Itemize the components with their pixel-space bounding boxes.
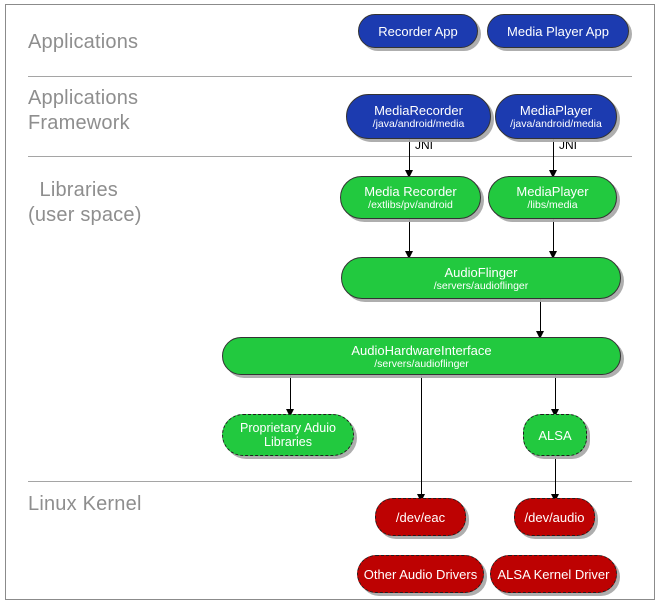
arrowhead-mediaplayer-lib (549, 170, 557, 178)
node-alsa-kernel-driver-title: ALSA Kernel Driver (497, 566, 610, 582)
node-mediaplayer-lib[interactable]: MediaPlayer /libs/media (488, 176, 617, 219)
connector-mediaplayer-to-mediaplayer-lib (553, 139, 554, 174)
connector-label-jni-2: JNI (559, 138, 577, 152)
node-other-audio-drivers-title: Other Audio Drivers (363, 566, 478, 582)
node-mediaplayer-framework[interactable]: MediaPlayer /java/android/media (495, 94, 617, 139)
node-media-recorder-lib[interactable]: Media Recorder /extlibs/pv/android (340, 176, 481, 219)
node-alsa[interactable]: ALSA (523, 414, 587, 456)
node-audiohardwareinterface-title: AudioHardwareInterface (351, 342, 492, 358)
node-mediaplayer-lib-title: MediaPlayer (516, 184, 589, 199)
node-audiohardwareinterface[interactable]: AudioHardwareInterface /servers/audiofli… (222, 337, 621, 375)
connector-label-jni-1: JNI (415, 138, 433, 152)
node-proprietary-audio-libraries-title-line2: Libraries (264, 435, 312, 449)
node-mediaplayer-lib-path: /libs/media (527, 199, 578, 211)
node-dev-eac[interactable]: /dev/eac (375, 498, 466, 536)
node-dev-audio-title: /dev/audio (524, 509, 585, 525)
node-audioflinger-title: AudioFlinger (444, 264, 518, 280)
arrowhead-proprietary-audio-libraries (286, 409, 294, 417)
node-dev-eac-title: /dev/eac (395, 509, 446, 525)
layer-label-libraries: Libraries (user space) (28, 179, 142, 226)
connector-alsa-to-dev-audio (555, 455, 556, 498)
node-media-player-app[interactable]: Media Player App (487, 14, 629, 48)
layer-label-applications-framework: Applications Framework (28, 87, 139, 134)
node-dev-audio[interactable]: /dev/audio (514, 498, 595, 536)
layer-label-linux-kernel: Linux Kernel (28, 493, 142, 515)
node-proprietary-audio-libraries[interactable]: Proprietary Aduio Libraries (222, 414, 354, 456)
node-mediaplayer-framework-path: /java/android/media (510, 118, 602, 130)
node-mediarecorder-framework-path: /java/android/media (372, 118, 465, 130)
connector-mediaplayer-lib-to-audioflinger (553, 219, 554, 257)
node-media-player-app-title: Media Player App (507, 23, 609, 39)
connector-audiohardwareinterface-to-proprietary (290, 375, 291, 414)
arrowhead-media-recorder-lib (405, 170, 413, 178)
layer-label-applications: Applications (28, 31, 139, 53)
divider-libraries (28, 481, 632, 482)
divider-applications-framework (28, 156, 632, 157)
node-audioflinger-path: /servers/audioflinger (433, 279, 529, 292)
node-proprietary-audio-libraries-title-line1: Proprietary Aduio (240, 421, 336, 435)
connector-mediarecorder-to-media-recorder-lib (409, 139, 410, 174)
node-recorder-app-title: Recorder App (378, 23, 458, 39)
node-other-audio-drivers[interactable]: Other Audio Drivers (357, 555, 484, 593)
connector-audioflinger-to-audiohardwareinterface (540, 299, 541, 337)
node-media-recorder-lib-title: Media Recorder (364, 184, 457, 199)
arrowhead-audiohardwareinterface (536, 331, 544, 339)
node-mediarecorder-framework-title: MediaRecorder (374, 103, 463, 118)
node-mediarecorder-framework[interactable]: MediaRecorder /java/android/media (346, 94, 491, 139)
arrowhead-alsa (551, 409, 559, 417)
node-audiohardwareinterface-path: /servers/audioflinger (374, 357, 469, 370)
node-recorder-app[interactable]: Recorder App (358, 14, 478, 48)
connector-audiohardwareinterface-to-dev-eac (421, 375, 422, 498)
node-audioflinger[interactable]: AudioFlinger /servers/audioflinger (341, 257, 621, 299)
arrowhead-audioflinger-left (405, 251, 413, 259)
connector-audiohardwareinterface-to-alsa (555, 375, 556, 414)
arrowhead-audioflinger-right (549, 251, 557, 259)
node-media-recorder-lib-path: /extlibs/pv/android (368, 199, 453, 211)
divider-applications (28, 76, 632, 77)
node-alsa-kernel-driver[interactable]: ALSA Kernel Driver (490, 555, 617, 593)
node-mediaplayer-framework-title: MediaPlayer (519, 103, 593, 118)
connector-media-recorder-lib-to-audioflinger (409, 219, 410, 257)
node-alsa-title: ALSA (538, 427, 572, 443)
